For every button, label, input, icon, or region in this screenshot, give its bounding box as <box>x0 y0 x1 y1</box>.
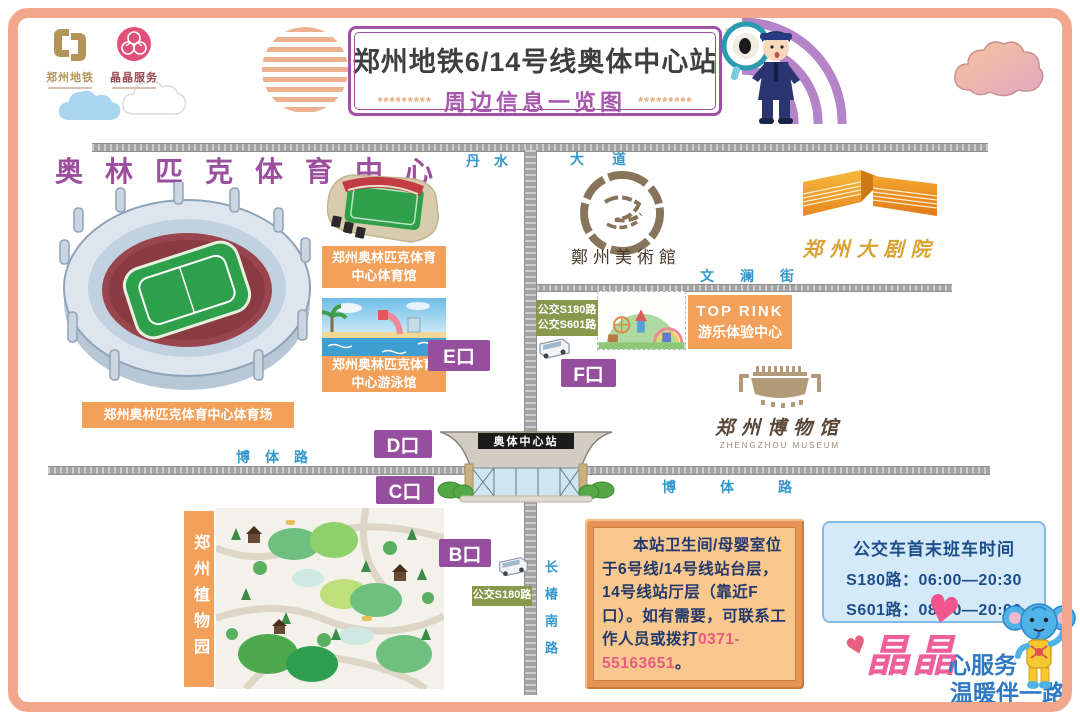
bus-icon-b <box>499 556 528 577</box>
road-wenlan-street <box>537 284 952 292</box>
restroom-notice-box: 本站卫生间/母婴室位于6号线/14号线站台层，14号线站厅层（靠近F口）。如有需… <box>585 519 804 689</box>
elephant-mascot-icon <box>1002 603 1076 689</box>
bus-route-b-sign: 公交S180路 <box>472 586 532 606</box>
bus-times-s180: S180路：06:00—20:30 <box>846 572 1022 589</box>
bus-times-box: 公交车首末班车时间 S180路：06:00—20:30 S601路：08:00—… <box>822 521 1046 623</box>
museum-building-icon <box>739 366 821 408</box>
museum-block: 郑州博物馆 ZHENGZHOU MUSEUM <box>695 366 865 450</box>
exit-d-badge: D口 <box>374 430 432 458</box>
road-danshui-avenue <box>92 143 988 152</box>
bus-times-s601: S601路：08:00—20:00 <box>846 602 1022 619</box>
jingjing-service-logo: 晶晶服务 <box>104 26 164 89</box>
white-cloud-icon <box>122 80 187 115</box>
art-museum-seal-icon <box>580 171 664 255</box>
art-museum-name: 鄭州美術館 <box>571 248 681 267</box>
brand-tagline-1: 心服务 <box>948 652 1017 678</box>
gymnasium-illustration <box>326 174 439 243</box>
title-frame: 郑州地铁6/14号线奥体中心站 ********* 周边信息一览图 ******… <box>348 26 722 116</box>
stadium-label: 郑州奥林匹克体育中心体育场 <box>82 402 294 428</box>
museum-name: 郑州博物馆 <box>714 417 845 439</box>
gymnasium-label: 郑州奥林匹克体育 中心体育馆 <box>322 246 446 288</box>
road-label-changchun: 长椿南路 <box>543 560 558 668</box>
botanical-garden-map <box>214 507 446 692</box>
metro-logo-subtext-bar <box>48 87 92 89</box>
amusement-park-illustration <box>597 291 686 350</box>
metro-logo-label: 郑州地铁 <box>46 72 94 84</box>
botanical-garden-illustration <box>214 507 446 692</box>
grand-theater-name: 郑州大剧院 <box>802 237 938 261</box>
road-label-boti-left: 博体路 <box>236 449 323 465</box>
stars-left: ********* <box>377 93 432 109</box>
road-changchun-south <box>524 150 537 695</box>
peach-cloud-icon <box>954 41 1044 97</box>
inspector-character-icon <box>721 17 847 125</box>
station-building: 奥体中心站 <box>436 422 616 504</box>
poster-title: 郑州地铁6/14号线奥体中心站 <box>352 47 718 77</box>
road-label-boti-right: 博体路 <box>662 479 836 495</box>
toprink-label: TOP RINK 游乐体验中心 <box>688 295 792 349</box>
grand-theater-block: 郑州大剧院 ZHENGZHOU GRAND THEATER <box>795 164 945 264</box>
blue-cloud-icon <box>58 90 121 121</box>
bus-routes-ef-sign: 公交S180路 公交S601路 <box>536 300 598 336</box>
zhengzhou-metro-logo: 郑州地铁 <box>40 26 100 89</box>
plum-blossom-icon <box>117 27 151 61</box>
station-sign: 奥体中心站 <box>478 433 574 449</box>
swimming-pool-illustration <box>322 298 446 360</box>
road-label-wenlan: 文澜街 <box>700 268 820 284</box>
exit-b-badge: B口 <box>439 539 491 567</box>
bus-times-title: 公交车首末班车时间 <box>853 540 1015 559</box>
notice-phone-number: 0371-55163651 <box>602 631 741 672</box>
striped-circle-decoration <box>262 27 348 113</box>
exit-c-badge: C口 <box>376 476 434 504</box>
metro-logo-icon <box>54 29 86 61</box>
restroom-notice-text: 本站卫生间/母婴室位于6号线/14号线站台层，14号线站厅层（靠近F口）。如有需… <box>593 527 796 681</box>
stars-right: ********* <box>638 93 693 109</box>
road-label-danshui-right: 大道 <box>570 151 654 167</box>
exit-e-badge: E口 <box>428 340 490 371</box>
service-logo-label: 晶晶服务 <box>110 72 158 84</box>
poster-subtitle: 周边信息一览图 <box>443 90 626 115</box>
bus-icon-f <box>539 338 570 359</box>
botanical-garden-label: 郑州植物园 <box>184 511 214 687</box>
pool-label: 郑州奥林匹克体育 中心游泳馆 <box>322 356 446 392</box>
stadium-illustration <box>59 182 311 390</box>
exit-f-badge: F口 <box>561 359 616 387</box>
grand-theater-ribbon-icon <box>802 170 938 216</box>
brand-name: 晶晶 <box>866 632 958 681</box>
title-frame-inner-border <box>354 32 716 110</box>
road-label-danshui-left: 丹水 <box>466 153 522 169</box>
museum-name-en: ZHENGZHOU MUSEUM <box>719 441 841 450</box>
service-logo-subtext-bar <box>112 87 156 89</box>
